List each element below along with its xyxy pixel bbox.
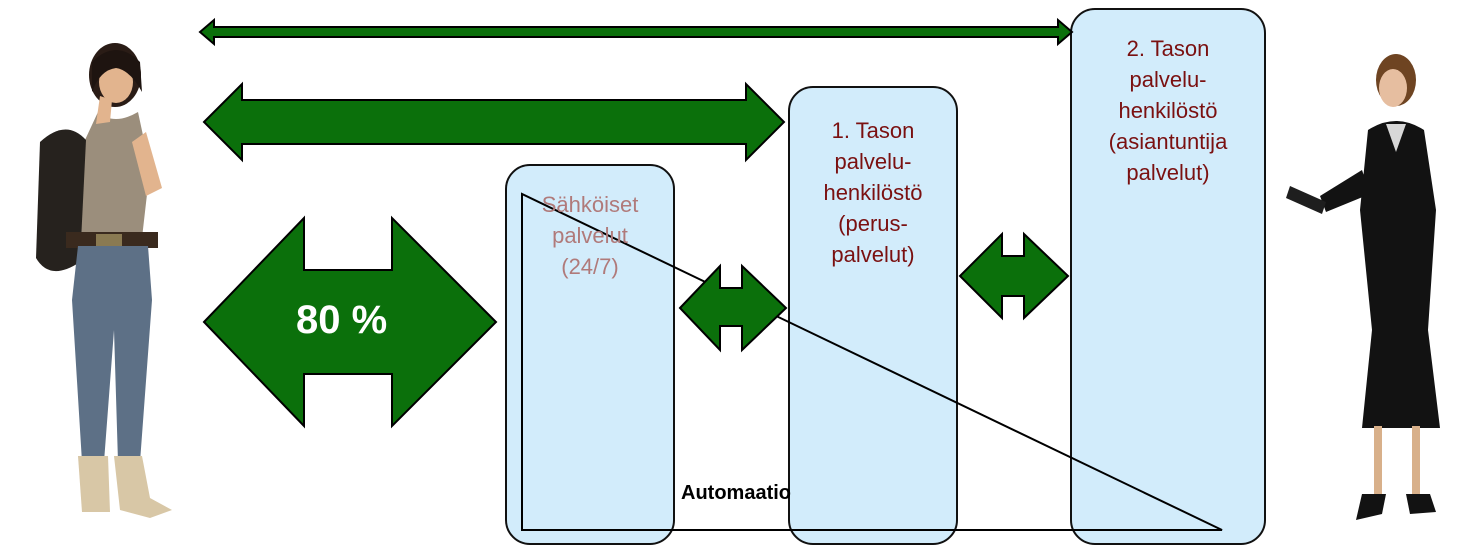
electronic-share-arrow	[202, 215, 498, 429]
level2-services-box	[1070, 8, 1266, 545]
label-line: palvelu-	[834, 149, 912, 174]
electronic-share-label: 80 %	[296, 298, 388, 342]
label-line: 1. Tason	[831, 118, 915, 143]
escalation-arrow-level1-level2	[958, 231, 1070, 321]
level1-services-box	[788, 86, 958, 545]
label-line: (asiantuntija	[1108, 129, 1228, 154]
label-line: (24/7)	[561, 254, 619, 279]
service-agent-figure-icon	[1286, 54, 1440, 520]
label-line: 2. Tason	[1126, 36, 1210, 61]
label-line: henkilöstö	[1118, 98, 1218, 123]
label-line: palvelu-	[1129, 67, 1207, 92]
customer-figure-icon	[36, 43, 172, 518]
electronic-services-box	[505, 164, 675, 545]
level2-contact-arrow	[198, 17, 1074, 47]
automation-label: Automaatio	[681, 482, 791, 504]
level2-services-label: 2. Tason palvelu- henkilöstö (asiantunti…	[1071, 33, 1265, 188]
label-line: henkilöstö	[823, 180, 923, 205]
level1-services-label: 1. Tason palvelu- henkilöstö (perus- pal…	[789, 115, 957, 270]
label-line: Sähköiset	[541, 192, 639, 217]
label-line: palvelut	[552, 223, 628, 248]
automation-triangle	[521, 192, 1223, 531]
label-line: palvelut)	[831, 242, 915, 267]
escalation-arrow-electronic-level1	[678, 263, 788, 353]
label-line: palvelut)	[1126, 160, 1210, 185]
electronic-services-label: Sähköiset palvelut (24/7)	[506, 189, 674, 282]
level1-contact-arrow	[202, 81, 786, 163]
label-line: (perus-	[838, 211, 908, 236]
